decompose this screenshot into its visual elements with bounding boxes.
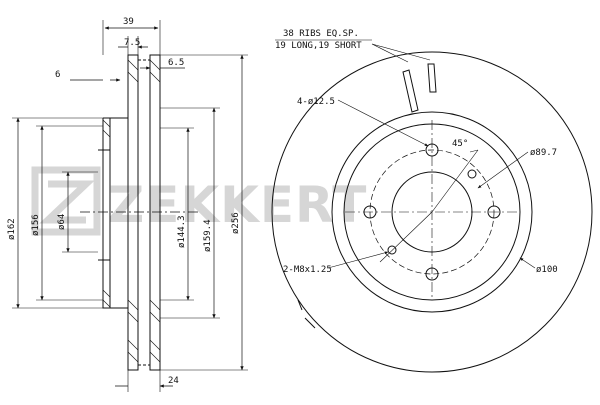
watermark: ZEKKERT [31, 166, 367, 236]
friction-inner-circle [331, 111, 533, 313]
bolt-hole-right [487, 205, 501, 219]
side-section-view [12, 20, 248, 392]
dim-hat-thickness: 7.5 [124, 38, 140, 48]
disc-outer-circle [271, 51, 593, 373]
center-bore-outline [98, 149, 111, 261]
ribs-note-line2: 19 LONG,19 SHORT [275, 41, 362, 51]
dim-pcd: ø89.7 [530, 148, 557, 158]
dim-center-bore: ø64 [57, 214, 67, 230]
ribs-note-line1: 38 RIBS EQ.SP. [283, 29, 359, 39]
dim-inner-friction: ø144.3 [177, 215, 187, 248]
angle-label: 45° [452, 139, 468, 149]
dim-vane-gap: 6.5 [168, 58, 184, 68]
rib-short [427, 63, 437, 93]
front-centerlines [345, 120, 520, 300]
vane-gap [138, 59, 150, 366]
threaded-holes-note: 2-M8x1.25 [283, 265, 332, 275]
watermark-logo-z [39, 180, 95, 224]
dim-hub: ø100 [536, 265, 558, 275]
dim-hat-outer: ø162 [7, 218, 17, 240]
bolt-holes-note: 4-ø12.5 [297, 97, 335, 107]
watermark-logo-frame [31, 166, 101, 236]
dim-outer: ø256 [231, 212, 241, 234]
dim-overall-width: 39 [123, 17, 134, 27]
dim-disc-thickness: 24 [168, 376, 179, 386]
dim-hub-step: 6 [55, 70, 60, 80]
threaded-hole-1 [387, 245, 397, 255]
section-hatching [102, 59, 161, 363]
dim-vent-inner: ø159.4 [203, 219, 213, 252]
dim-hat-inner: ø156 [31, 214, 41, 236]
rib-long [402, 69, 419, 113]
front-view [271, 39, 593, 373]
threaded-hole-2 [467, 169, 477, 179]
watermark-brand: ZEKKERT [108, 176, 367, 234]
inner-friction-ring [127, 54, 139, 371]
